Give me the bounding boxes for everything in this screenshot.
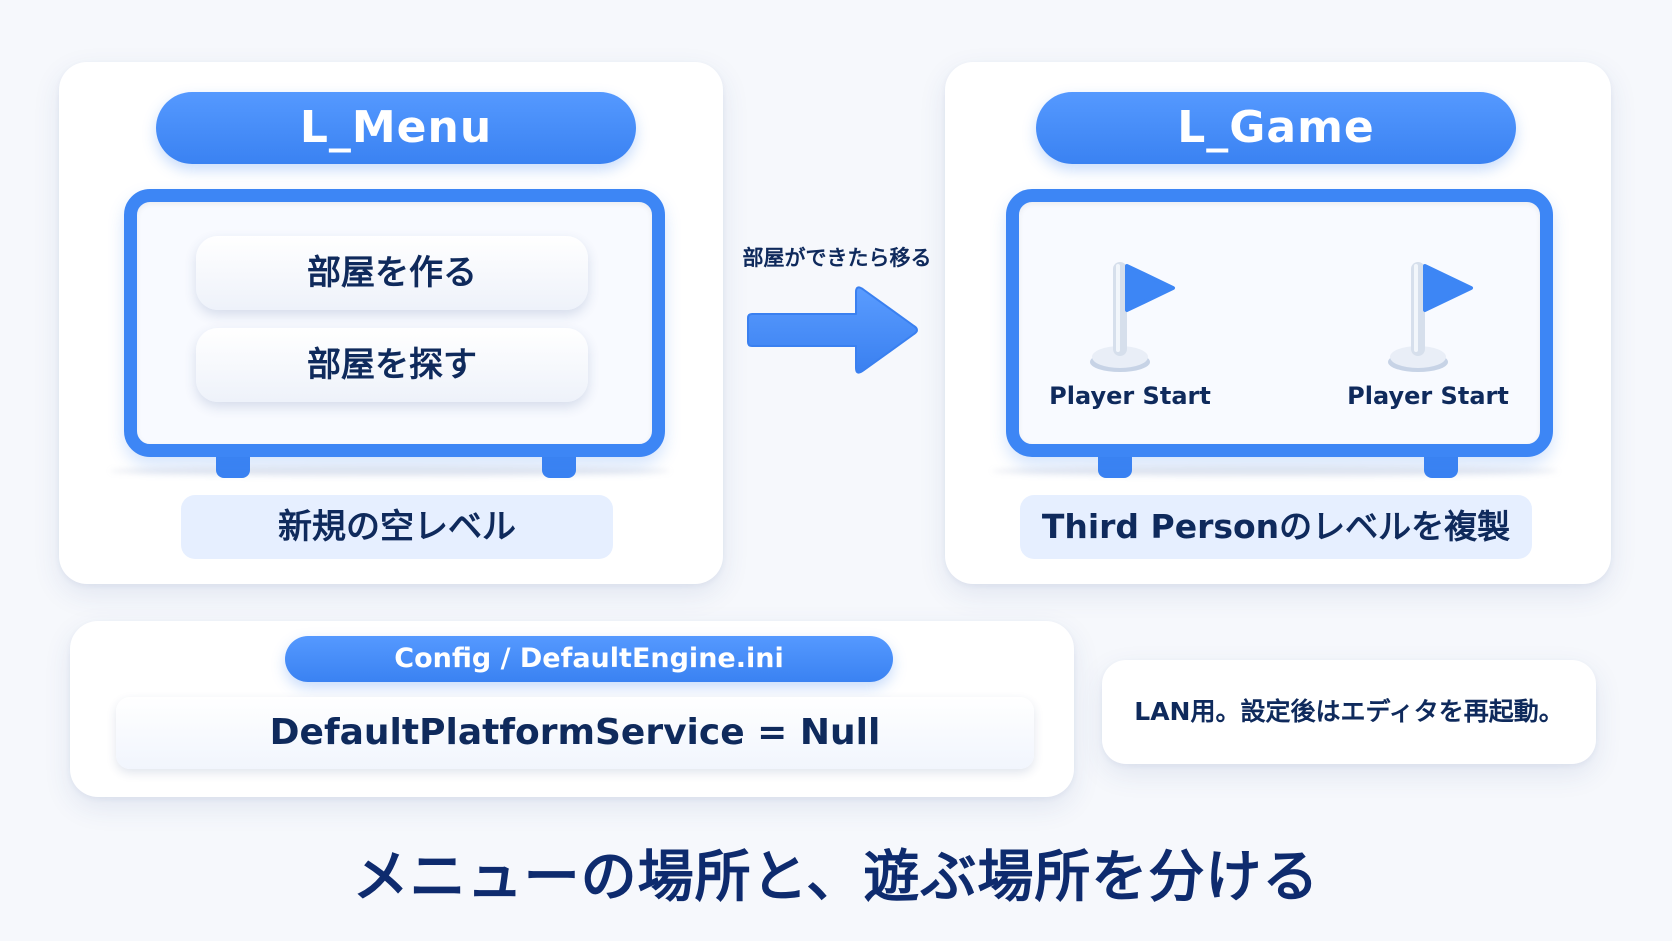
transition-label: 部屋ができたら移る bbox=[742, 246, 932, 270]
player-start-marker-right: Player Start bbox=[1328, 256, 1528, 410]
find-room-button[interactable]: 部屋を探す bbox=[196, 328, 588, 402]
page-title: メニューの場所と、遊ぶ場所を分ける bbox=[352, 845, 1320, 910]
menu-monitor-shadow bbox=[110, 466, 670, 476]
game-monitor-shadow bbox=[992, 466, 1558, 476]
player-start-marker-left: Player Start bbox=[1030, 256, 1230, 410]
game-level-title: L_Game bbox=[1036, 92, 1516, 164]
menu-level-caption: 新規の空レベル bbox=[181, 495, 613, 559]
player-start-label: Player Start bbox=[1347, 382, 1509, 410]
config-setting-line: DefaultPlatformService = Null bbox=[116, 697, 1034, 769]
create-room-button[interactable]: 部屋を作る bbox=[196, 236, 588, 310]
note-text: LAN用。設定後はエディタを再起動。 bbox=[1134, 697, 1564, 726]
right-arrow-icon bbox=[747, 286, 918, 374]
menu-level-title: L_Menu bbox=[156, 92, 636, 164]
game-level-caption: Third Personのレベルを複製 bbox=[1020, 495, 1532, 559]
config-file-label: Config / DefaultEngine.ini bbox=[285, 636, 893, 682]
menu-monitor-screen bbox=[124, 189, 665, 457]
flag-icon bbox=[1388, 262, 1473, 372]
note-card bbox=[1102, 660, 1596, 764]
flag-icon bbox=[1090, 262, 1175, 372]
player-start-label: Player Start bbox=[1049, 382, 1211, 410]
game-monitor-screen bbox=[1006, 189, 1553, 457]
